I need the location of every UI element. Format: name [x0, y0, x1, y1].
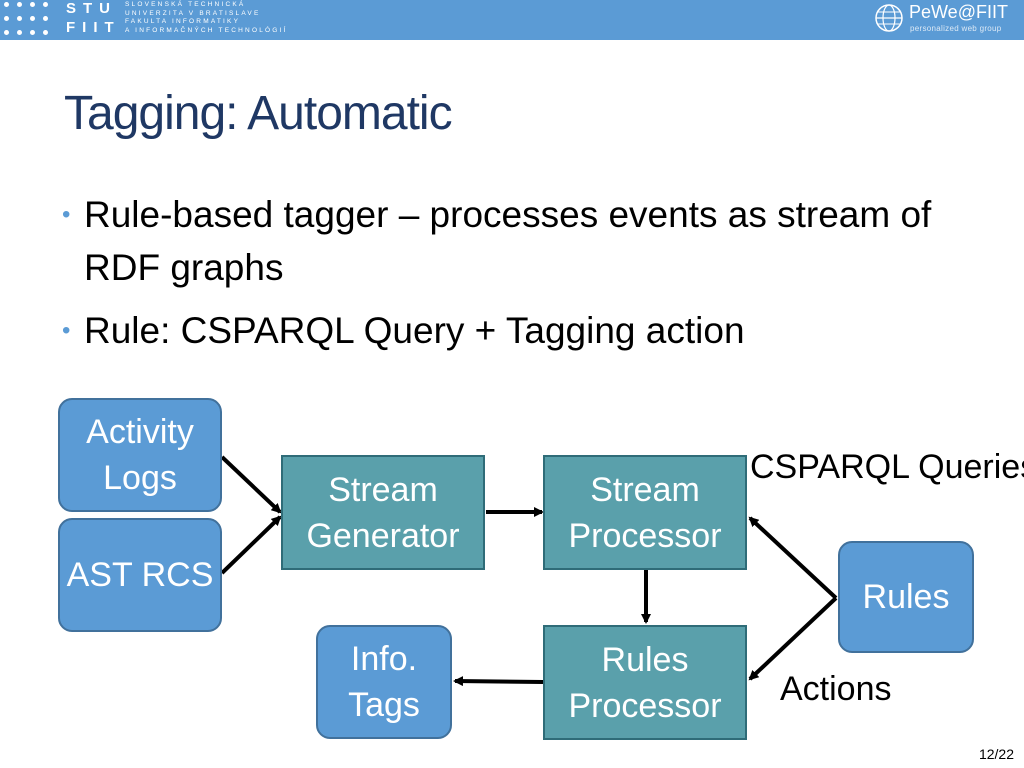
- brand-fiit: FIIT: [66, 19, 121, 36]
- group-logo-subtitle: personalized web group: [910, 24, 1002, 33]
- group-logo: PeWe@FIIT personalized web group: [864, 0, 1024, 40]
- page-number: 12/22: [978, 746, 1014, 762]
- arrow-rules-to-processor: [748, 516, 838, 600]
- actions-label: Actions: [780, 670, 892, 708]
- stream-generator-node: Stream Generator: [281, 455, 485, 570]
- info-tags-node: Info. Tags: [316, 625, 452, 739]
- globe-icon: [875, 4, 903, 32]
- ast-rcs-node: AST RCS: [58, 518, 222, 632]
- group-logo-text: PeWe@FIIT: [909, 2, 1008, 22]
- university-name: Slovenská technická univerzita v Bratisl…: [125, 1, 288, 34]
- arrow-ast-to-generator: [220, 515, 282, 575]
- bullet-marker: •: [62, 201, 71, 228]
- header-bar: STU FIIT Slovenská technická univerzita …: [0, 0, 1024, 40]
- arrow-activity-to-generator: [220, 455, 282, 514]
- dots-logo: [4, 2, 56, 38]
- arrow-rules-processor-to-info-tags: [453, 676, 544, 687]
- rules-processor-node: Rules Processor: [543, 625, 747, 740]
- bullet-text: Rule-based tagger – processes events as …: [84, 194, 932, 288]
- bullet-text: Rule: CSPARQL Query + Tagging action: [84, 310, 745, 351]
- bullet-list: • Rule-based tagger – processes events a…: [62, 188, 962, 367]
- rules-node: Rules: [838, 541, 974, 653]
- csparql-queries-label: CSPARQL Queries: [750, 448, 1024, 486]
- bullet-item: • Rule: CSPARQL Query + Tagging action: [62, 304, 962, 357]
- slide-title: Tagging: Automatic: [64, 87, 453, 140]
- brand-stu: STU: [66, 0, 117, 17]
- arrow-rules-to-rules-processor: [748, 596, 838, 681]
- bullet-marker: •: [62, 317, 71, 344]
- bullet-item: • Rule-based tagger – processes events a…: [62, 188, 962, 294]
- stream-processor-node: Stream Processor: [543, 455, 747, 570]
- activity-logs-node: Activity Logs: [58, 398, 222, 512]
